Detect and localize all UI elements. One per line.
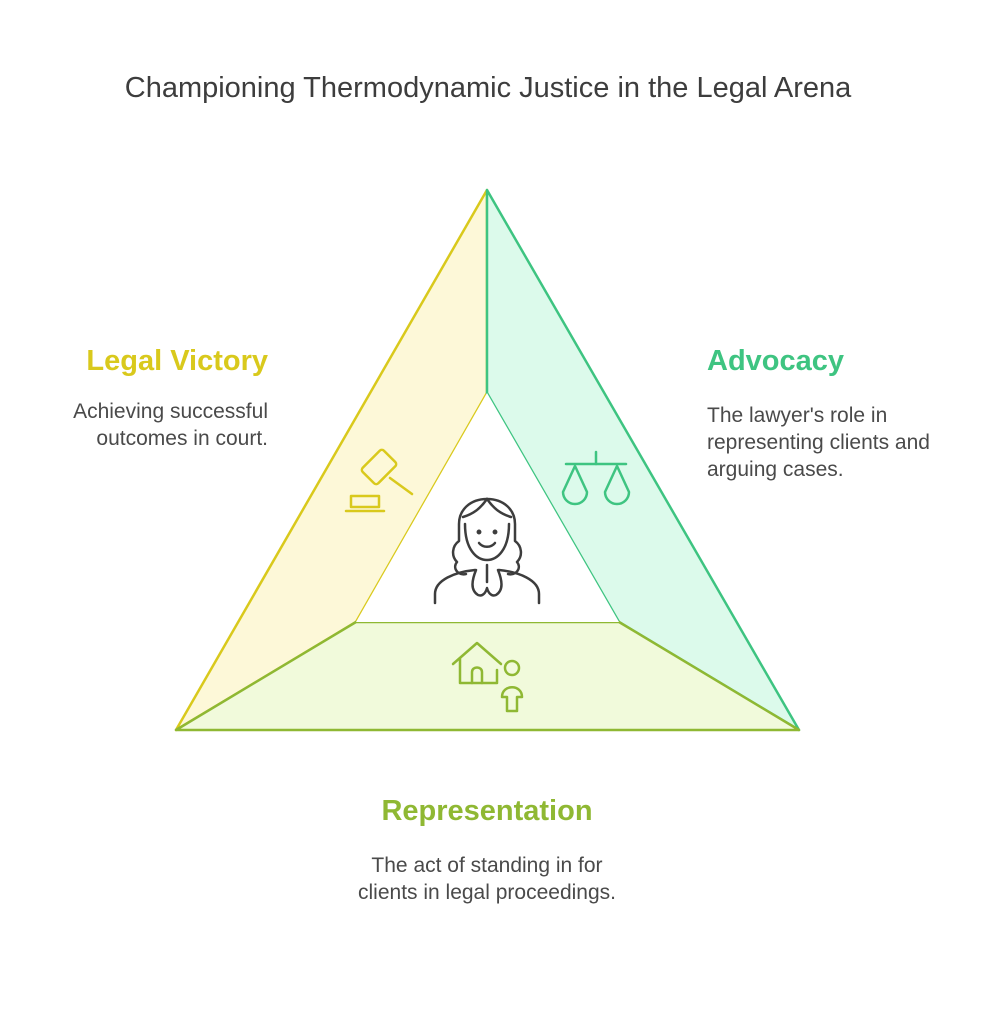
gavel-icon <box>344 448 414 513</box>
victory-description: Achieving successful outcomes in court. <box>73 400 268 450</box>
representation-heading: Representation <box>381 795 593 827</box>
house-person-icon <box>451 641 524 713</box>
scales-icon <box>561 450 631 506</box>
advocacy-heading: Advocacy <box>707 345 845 377</box>
page-title: Championing Thermodynamic Justice in the… <box>124 72 852 104</box>
advocacy-description: The lawyer's role in representing client… <box>707 404 930 481</box>
center-segment <box>356 393 619 622</box>
representation-description: The act of standing in for clients in le… <box>358 854 616 904</box>
lawyer-icon <box>433 497 541 605</box>
victory-heading: Legal Victory <box>86 345 268 377</box>
